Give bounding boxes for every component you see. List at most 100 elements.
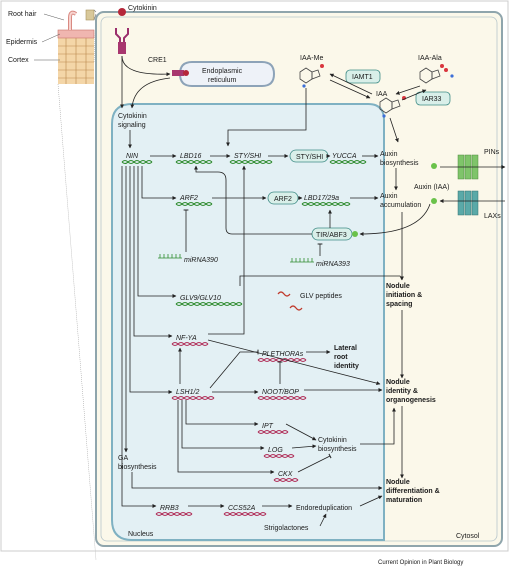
tir-auxin-dot (352, 231, 358, 237)
endoplasmic-reticulum (178, 61, 276, 87)
cytokinin-label: Cytokinin (128, 5, 157, 12)
auxin-accumulation-label-2: accumulation (380, 202, 421, 209)
iar33-label: IAR33 (422, 96, 442, 103)
er-label-line1: Endoplasmic (202, 68, 243, 75)
cytosol-label: Cytosol (456, 533, 480, 540)
nfya-to-lbd16 (208, 165, 246, 335)
log-to-ck (291, 444, 317, 449)
lsh-to-ckx (177, 400, 275, 474)
nodule-differentiation-label-3: maturation (386, 497, 422, 504)
lateral-root-label-1: Lateral (334, 345, 357, 352)
gene-lbd16: LBD16 (180, 153, 202, 160)
iaa-ala-label: IAA-Ala (418, 55, 442, 62)
gene-plethoras: PLETHORAs (262, 351, 304, 358)
endo-to-differentiation (359, 495, 383, 507)
mirna390-icon (158, 254, 182, 259)
auxin-in-to-tir (359, 203, 431, 236)
nin-to-nfya (133, 166, 173, 338)
gene-sty-shi: STY/SHI (234, 153, 261, 160)
nodule-differentiation-label-1: Nodule (386, 479, 410, 486)
ga-biosynthesis-label-2: biosynthesis (118, 464, 157, 471)
mirna390-label: miRNA390 (184, 257, 218, 264)
dna-strand-plethoras (257, 358, 307, 362)
gene-glv: GLV9/GLV10 (180, 295, 221, 302)
gene-noot: NOOT/BOP (262, 389, 299, 396)
nodule-differentiation-label-2: differentiation & (386, 488, 440, 495)
auxin-dot-out (431, 163, 437, 169)
figure-footer: Current Opinion in Plant Biology (378, 560, 463, 566)
auxin-dot-in (431, 198, 437, 204)
iaa-me-molecule-icon (299, 64, 324, 88)
gene-nin: NIN (126, 153, 139, 160)
laxs-label: LAXs (484, 213, 501, 220)
iaa-ala-molecule-icon (419, 64, 454, 84)
dna-strand-arf2 (175, 202, 213, 206)
iaa-label: IAA (376, 91, 388, 98)
glv-peptides-label: GLV peptides (300, 293, 342, 300)
root-hair-pointer (43, 13, 65, 21)
nodule-identity-label-3: organogenesis (386, 397, 436, 404)
dna-strand-ipt (257, 430, 289, 434)
gene-lbd17: LBD17/29a (304, 195, 339, 202)
ipt-to-ck (285, 423, 317, 441)
cytokinin-biosynthesis-label-1: Cytokinin (318, 437, 347, 444)
dna-strand-lbd16 (175, 160, 213, 164)
tir-to-lbd16 (194, 165, 312, 235)
dna-strand-yucca (329, 160, 367, 164)
mirna393-icon (290, 258, 314, 263)
iamt1-enzyme (345, 69, 381, 84)
auxin-iaa-label: Auxin (IAA) (414, 184, 449, 191)
cre1-receptor-icon (172, 70, 189, 76)
nfya-to-identity (207, 339, 381, 386)
epidermis-pointer (41, 33, 61, 43)
arf2-protein-label: ARF2 (274, 196, 292, 203)
ckx-inhibit-ck (297, 453, 332, 473)
dna-strand-ccs52a (223, 512, 267, 516)
tir-abf3-label: TIR/ABF3 (316, 232, 347, 239)
inset-epidermis-label: Epidermis (6, 39, 38, 46)
strigolactones-label: Strigolactones (264, 525, 309, 532)
gene-ipt: IPT (262, 423, 274, 430)
cytokinin-molecule-icon (118, 8, 126, 16)
cytokinin-receptor-icon (115, 28, 129, 54)
gene-lsh: LSH1/2 (176, 389, 199, 396)
glv-to-initiation (239, 275, 403, 286)
inset-root-hair-label: Root hair (8, 11, 37, 18)
strigo-to-endo (319, 513, 327, 527)
cytokinin-to-cre1-arrow (121, 55, 171, 77)
gene-ckx: CKX (278, 471, 293, 478)
lateral-root-label-2: root (334, 354, 348, 361)
nin-to-arf2 (141, 166, 177, 200)
dna-strand-log (263, 454, 295, 458)
iaa-to-iaa-me-arrow (329, 73, 373, 95)
gene-yucca: YUCCA (332, 153, 357, 160)
nodule-initiation-label-3: spacing (386, 301, 412, 308)
dna-strand-nin (121, 160, 153, 164)
dna-strand-sty-shi (229, 160, 273, 164)
gene-nf-ya: NF-YA (176, 335, 197, 342)
lsh-to-ipt (185, 400, 259, 426)
nin-to-glv (137, 166, 177, 298)
iaa-me-to-iaa-arrow (329, 79, 371, 99)
dna-strand-lsh (171, 396, 215, 400)
nodule-identity-label-2: identity & (386, 388, 418, 395)
ck-to-identity (360, 407, 396, 445)
iaa-to-auxin-bio-link (226, 88, 307, 147)
cre1-label: CRE1 (148, 57, 167, 64)
lax-transporter-icon (457, 190, 479, 216)
regulatory-arrows (121, 88, 431, 527)
nodule-initiation-label-2: initiation & (386, 292, 422, 299)
gene-arf2: ARF2 (179, 195, 198, 202)
gene-log: LOG (268, 447, 283, 454)
dna-strand-rrb3 (155, 512, 193, 516)
dna-strand-noot (257, 396, 307, 400)
dna-layer (121, 160, 367, 516)
auxin-biosynthesis-label-1: Auxin (380, 151, 398, 158)
iaa-ala-to-iaa-arrow (395, 85, 421, 95)
cytokinin-biosynthesis-label-2: biosynthesis (318, 446, 357, 453)
endoreduplication-label: Endoreduplication (296, 505, 352, 512)
dna-strand-ckx (273, 478, 299, 482)
nucleus (111, 103, 385, 541)
gene-ccs52a: CCS52A (228, 505, 256, 512)
